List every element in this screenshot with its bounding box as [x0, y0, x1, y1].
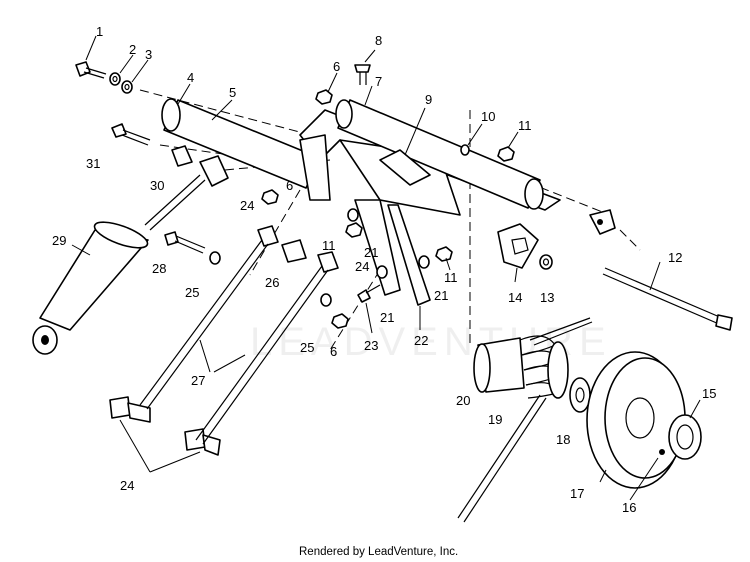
callout-24-top: 24 — [240, 198, 254, 213]
nut-part-11-top — [497, 131, 519, 162]
washer-part-25 — [209, 251, 332, 307]
callout-14: 14 — [508, 290, 522, 305]
washer-part-3 — [121, 59, 149, 94]
callout-6-left: 6 — [286, 178, 293, 193]
pin-part-10 — [460, 123, 483, 156]
callout-12: 12 — [668, 250, 682, 265]
washer-part-13 — [539, 254, 553, 270]
clip-part-9 — [379, 107, 431, 186]
footer-credit: Rendered by LeadVenture, Inc. — [299, 546, 458, 558]
washer-part-18 — [569, 377, 591, 413]
shock-absorber-part-29 — [32, 174, 206, 355]
callout-27: 27 — [191, 373, 205, 388]
callout-15: 15 — [702, 386, 716, 401]
bolt-part-8 — [354, 49, 376, 85]
callout-16: 16 — [622, 500, 636, 515]
callout-29: 29 — [52, 233, 66, 248]
callout-28: 28 — [152, 261, 166, 276]
screw-part-16 — [629, 449, 665, 501]
callout-23: 23 — [364, 338, 378, 353]
callout-6-top: 6 — [333, 59, 340, 74]
callout-4: 4 — [187, 70, 194, 85]
leaders-part-24-bottom — [119, 419, 201, 473]
bolt-part-31 — [111, 123, 151, 146]
callout-labels: 1 2 3 4 5 6 7 8 9 10 11 12 6 24 11 21 11… — [52, 24, 716, 515]
callout-24-mid: 24 — [355, 259, 369, 274]
callout-7: 7 — [375, 74, 382, 89]
bushing-part-24 — [109, 225, 339, 456]
callout-8: 8 — [375, 33, 382, 48]
callout-18: 18 — [556, 432, 570, 447]
strap-part-22 — [387, 204, 431, 330]
callout-13: 13 — [540, 290, 554, 305]
link-rods-part-27 — [139, 239, 329, 445]
bolt-part-23 — [357, 284, 381, 334]
callout-11-left: 11 — [322, 238, 336, 253]
nut-part-6-left — [261, 189, 279, 205]
washer-part-21 — [347, 208, 430, 279]
end-bracket — [589, 209, 616, 235]
callout-10: 10 — [481, 109, 495, 124]
bolt-part-28 — [164, 231, 206, 254]
retainer-part-15 — [668, 399, 702, 460]
callout-2: 2 — [129, 42, 136, 57]
callout-22: 22 — [414, 333, 428, 348]
callout-20: 20 — [456, 393, 470, 408]
callout-30: 30 — [150, 178, 164, 193]
callout-17: 17 — [570, 486, 584, 501]
nut-part-6-top — [315, 72, 338, 105]
callout-24-bottom: 24 — [120, 478, 134, 493]
cross-shaft-part-5 — [161, 83, 321, 189]
callout-11-top: 11 — [518, 118, 532, 133]
pulley-part-17 — [586, 351, 686, 489]
bushing-part-26 — [281, 239, 307, 263]
nut-part-11-left — [345, 222, 363, 238]
callout-5: 5 — [229, 85, 236, 100]
callout-31: 31 — [86, 156, 100, 171]
bolt-part-1 — [75, 35, 107, 79]
callout-25-low: 25 — [300, 340, 314, 355]
callout-21-c: 21 — [380, 310, 394, 325]
nut-part-11-mid — [435, 246, 453, 271]
callout-21-a: 21 — [364, 245, 378, 260]
callout-25-left: 25 — [185, 285, 199, 300]
callout-26: 26 — [265, 275, 279, 290]
callout-3: 3 — [145, 47, 152, 62]
spring-part-19 — [457, 317, 593, 523]
callout-11-mid: 11 — [444, 270, 458, 285]
callout-6-low: 6 — [330, 344, 337, 359]
plate-part-14 — [497, 223, 539, 283]
bushing-part-30 — [171, 145, 229, 187]
rear-shaft-part-7 — [335, 85, 544, 210]
watermark: LEADVENTURE — [250, 320, 612, 364]
callout-9: 9 — [425, 92, 432, 107]
long-bolt-part-12 — [602, 261, 733, 331]
nut-part-6-low — [331, 313, 349, 329]
washer-part-2 — [109, 54, 134, 86]
callout-21-b: 21 — [434, 288, 448, 303]
callout-19: 19 — [488, 412, 502, 427]
callout-1: 1 — [96, 24, 103, 39]
hub-part-20 — [473, 337, 525, 393]
